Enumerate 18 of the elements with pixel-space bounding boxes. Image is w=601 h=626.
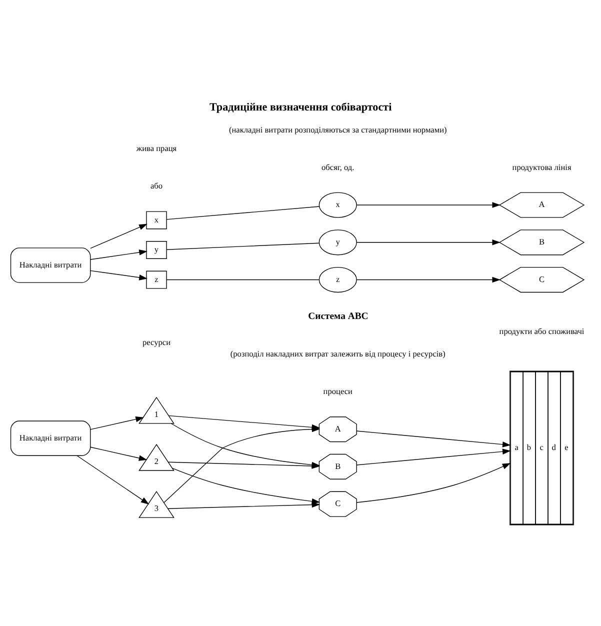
arrow (356, 463, 511, 503)
arrow (356, 276, 501, 283)
arrow (356, 430, 511, 448)
arrow (90, 270, 148, 280)
arrow (168, 502, 320, 509)
connector (166, 242, 320, 250)
arrow (90, 416, 144, 430)
arrow (356, 202, 501, 208)
arrow (356, 448, 511, 466)
diagram-title: Традиційне визначення собівартості (209, 102, 392, 114)
connector (166, 279, 320, 280)
arrow (90, 250, 148, 260)
arrow (90, 446, 148, 461)
label: Система ABC (308, 311, 368, 322)
arrow (76, 455, 150, 504)
connector (166, 206, 320, 220)
arrow (90, 224, 148, 249)
arrow (356, 239, 501, 246)
